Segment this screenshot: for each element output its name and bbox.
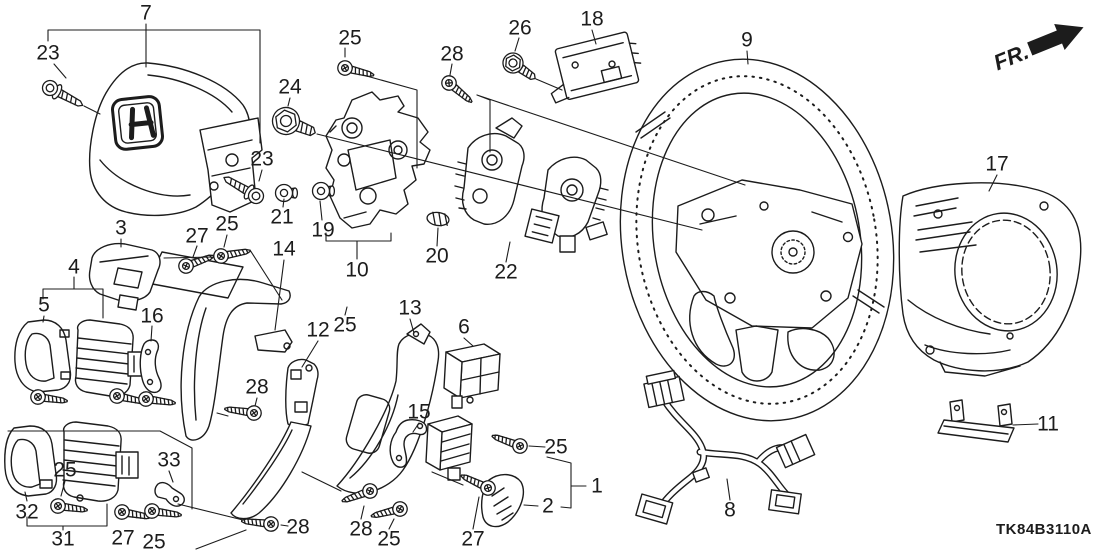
switch-1-drawing: [425, 415, 473, 481]
part-callout-25: 25: [333, 313, 357, 337]
bracket-15-drawing: [389, 419, 428, 468]
part-callout-6: 6: [458, 315, 470, 339]
mount-bracket-drawing: [325, 91, 431, 229]
part-callout-18: 18: [580, 7, 604, 31]
part-callout-25: 25: [377, 527, 401, 551]
part-callout-1: 1: [591, 474, 603, 498]
part-callout-20: 20: [425, 244, 449, 268]
part-callout-2: 2: [542, 494, 554, 518]
part-callout-27: 27: [461, 527, 485, 551]
cover-bracket-drawing: [937, 399, 1015, 443]
part-callout-33: 33: [157, 448, 181, 472]
connector-bracket-drawing: [550, 31, 642, 104]
part-callout-10: 10: [345, 258, 369, 282]
part-callout-27: 27: [111, 526, 135, 550]
part-callout-15: 15: [407, 400, 431, 424]
part-callout-25: 25: [142, 530, 166, 554]
part-callout-5: 5: [38, 293, 50, 317]
wheel-hub: [675, 179, 863, 382]
switch-housing-drawing: [454, 117, 609, 253]
wire-harness-drawing: [635, 369, 816, 525]
part-callout-17: 17: [985, 152, 1009, 176]
part-callout-4: 4: [68, 255, 80, 279]
part-callout-11: 11: [1037, 412, 1059, 436]
part-callout-28: 28: [245, 375, 269, 399]
part-callout-31: 31: [51, 527, 75, 551]
garnish-13-drawing: [336, 323, 440, 494]
part-callout-21: 21: [270, 205, 294, 229]
part-callout-25: 25: [53, 458, 77, 482]
part-callout-28: 28: [286, 515, 310, 539]
part-callout-7: 7: [140, 1, 152, 25]
part-callout-23: 23: [250, 147, 274, 171]
switch-3-drawing: [88, 242, 244, 311]
part-callout-23: 23: [36, 41, 60, 65]
column-cover-drawing: [898, 182, 1082, 377]
part-callout-14: 14: [272, 237, 296, 261]
diagram-code: TK84B3110A: [996, 521, 1092, 538]
part-callout-27: 27: [185, 224, 209, 248]
part-callout-25: 25: [338, 26, 362, 50]
switch-6-drawing: [443, 343, 501, 409]
part-callout-22: 22: [494, 260, 518, 284]
part-callout-32: 32: [15, 500, 39, 524]
part-callout-28: 28: [440, 42, 464, 66]
part-callout-12: 12: [306, 318, 330, 342]
part-callout-16: 16: [140, 304, 164, 328]
steering-wheel-drawing: [619, 58, 895, 422]
switch-assembly-31-drawing: [4, 421, 185, 507]
part-callout-25: 25: [215, 212, 239, 236]
part-callout-9: 9: [741, 28, 753, 52]
part-callout-25: 25: [544, 435, 568, 459]
part-callout-24: 24: [278, 75, 302, 99]
honda-logo: [111, 95, 164, 151]
part-callout-13: 13: [398, 296, 422, 320]
switch-assembly-4-drawing: [14, 319, 162, 397]
garnish-12-drawing: [230, 358, 319, 520]
garnish-14-drawing: [180, 278, 293, 441]
leader-lines: [7, 23, 1039, 550]
part-callout-26: 26: [508, 16, 532, 40]
part-callout-28: 28: [349, 517, 373, 541]
part-callout-19: 19: [311, 218, 335, 242]
part-callout-3: 3: [115, 216, 127, 240]
cover-32: [4, 425, 58, 497]
part-callout-8: 8: [724, 498, 736, 522]
